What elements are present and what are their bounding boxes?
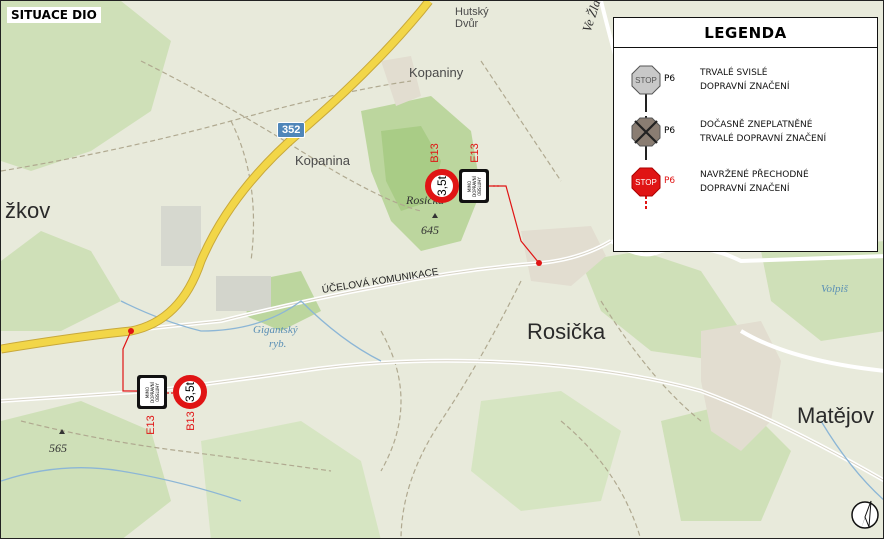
stop-word: STOP: [635, 76, 657, 85]
legend-text: DOČASNĚ ZNEPLATNĚNÉ TRVALÉ DOPRAVNÍ ZNAČ…: [700, 118, 826, 146]
supplementary-plate-south[interactable]: MIMO DOPRAVNÍ OBSLUHY: [137, 375, 167, 409]
weight-limit-value: 3,5t: [434, 175, 449, 197]
sign-code-b13-south: B13: [184, 411, 197, 431]
legend-code: P6: [664, 126, 676, 136]
legend-item-permanent: STOP P6 TRVALÉ SVISLÉ DOPRAVNÍ ZNAČENÍ: [630, 64, 870, 112]
legend-code: P6: [664, 74, 676, 84]
place-label-kopanina: Kopanina: [295, 153, 350, 168]
sign-group-north[interactable]: 3,5t MIMO DOPRAVNÍ OBSLUHY B13 E13: [425, 141, 505, 211]
plate-inner: MIMO DOPRAVNÍ OBSLUHY: [462, 172, 486, 200]
weight-limit-sign-north[interactable]: 3,5t: [425, 169, 459, 203]
legend-text: NAVRŽENÉ PŘECHODNÉ DOPRAVNÍ ZNAČENÍ: [700, 168, 809, 196]
weight-limit-value: 3,5t: [182, 381, 197, 403]
sign-group-south[interactable]: MIMO DOPRAVNÍ OBSLUHY 3,5t E13 B13: [137, 369, 217, 439]
place-label-rosicka: Rosička: [527, 319, 606, 344]
place-label-volpis: Volpiš: [821, 283, 848, 295]
legend-text-line: DOČASNĚ ZNEPLATNĚNÉ: [700, 120, 813, 130]
sign-code-e13-north: E13: [468, 143, 481, 163]
supplementary-plate-north[interactable]: MIMO DOPRAVNÍ OBSLUHY: [459, 169, 489, 203]
pond-label-gigantsky: Gigantský ryb.: [253, 323, 298, 351]
legend-text-line: DOPRAVNÍ ZNAČENÍ: [700, 184, 790, 194]
legend-panel: LEGENDA STOP P6 TRVALÉ SVISLÉ DOPRAVNÍ Z…: [613, 17, 878, 252]
place-label-hutsky-dvur: Hutský Dvůr: [455, 6, 489, 30]
legend-item-proposed: STOP P6 NAVRŽENÉ PŘECHODNÉ DOPRAVNÍ ZNAČ…: [630, 166, 870, 210]
plate-inner: MIMO DOPRAVNÍ OBSLUHY: [140, 378, 164, 406]
stop-word: STOP: [635, 178, 657, 187]
map-title: SITUACE DIO: [7, 7, 101, 23]
stop-sign-gray-icon: STOP: [631, 65, 661, 112]
pond-label-line: ryb.: [269, 338, 287, 350]
weight-limit-sign-south[interactable]: 3,5t: [173, 375, 207, 409]
stop-sign-crossed-icon: [631, 116, 661, 160]
place-label-line: Dvůr: [455, 18, 479, 30]
road-number-shield: 352: [277, 122, 306, 138]
legend-text-line: TRVALÉ SVISLÉ: [700, 68, 768, 78]
elevation-645: 645: [421, 223, 439, 237]
legend-text: TRVALÉ SVISLÉ DOPRAVNÍ ZNAČENÍ: [700, 66, 790, 94]
sign-code-b13-north: B13: [428, 143, 441, 163]
legend-text-line: TRVALÉ DOPRAVNÍ ZNAČENÍ: [700, 134, 827, 144]
legend-item-temporarily-invalid: P6 DOČASNĚ ZNEPLATNĚNÉ TRVALÉ DOPRAVNÍ Z…: [630, 116, 870, 160]
north-arrow-icon: [851, 500, 879, 529]
legend-text-line: NAVRŽENÉ PŘECHODNÉ: [700, 170, 809, 180]
plate-text: MIMO DOPRAVNÍ OBSLUHY: [144, 381, 160, 403]
sign-code-e13-south: E13: [144, 415, 157, 435]
elevation-565: 565: [49, 441, 67, 455]
legend-code: P6: [664, 176, 676, 186]
legend-text-line: DOPRAVNÍ ZNAČENÍ: [700, 82, 790, 92]
place-label-zkov: žkov: [5, 198, 51, 223]
place-label-line: Hutský: [455, 6, 489, 18]
place-label-matejov: Matějov: [797, 403, 875, 428]
place-label-kopaniny: Kopaniny: [409, 65, 464, 80]
plate-text: MIMO DOPRAVNÍ OBSLUHY: [466, 175, 482, 197]
stop-sign-red-icon: STOP: [631, 167, 661, 210]
pond-label-line: Gigantský: [253, 324, 298, 336]
legend-title: LEGENDA: [614, 18, 877, 48]
